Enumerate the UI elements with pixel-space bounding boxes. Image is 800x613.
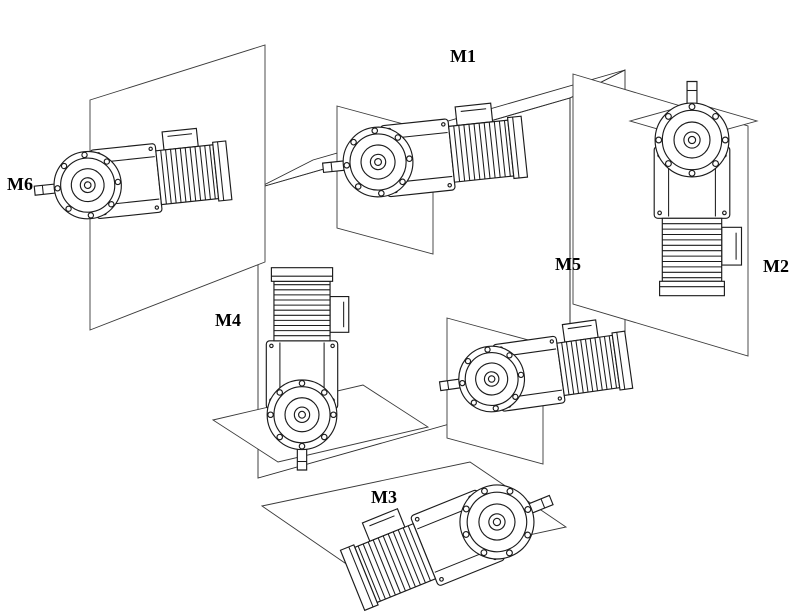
label-m5: M5	[555, 254, 581, 274]
label-m4: M4	[215, 310, 241, 330]
label-m2: M2	[763, 256, 789, 276]
label-m3: M3	[371, 487, 397, 507]
label-m1: M1	[450, 46, 476, 66]
label-m6: M6	[7, 174, 33, 194]
